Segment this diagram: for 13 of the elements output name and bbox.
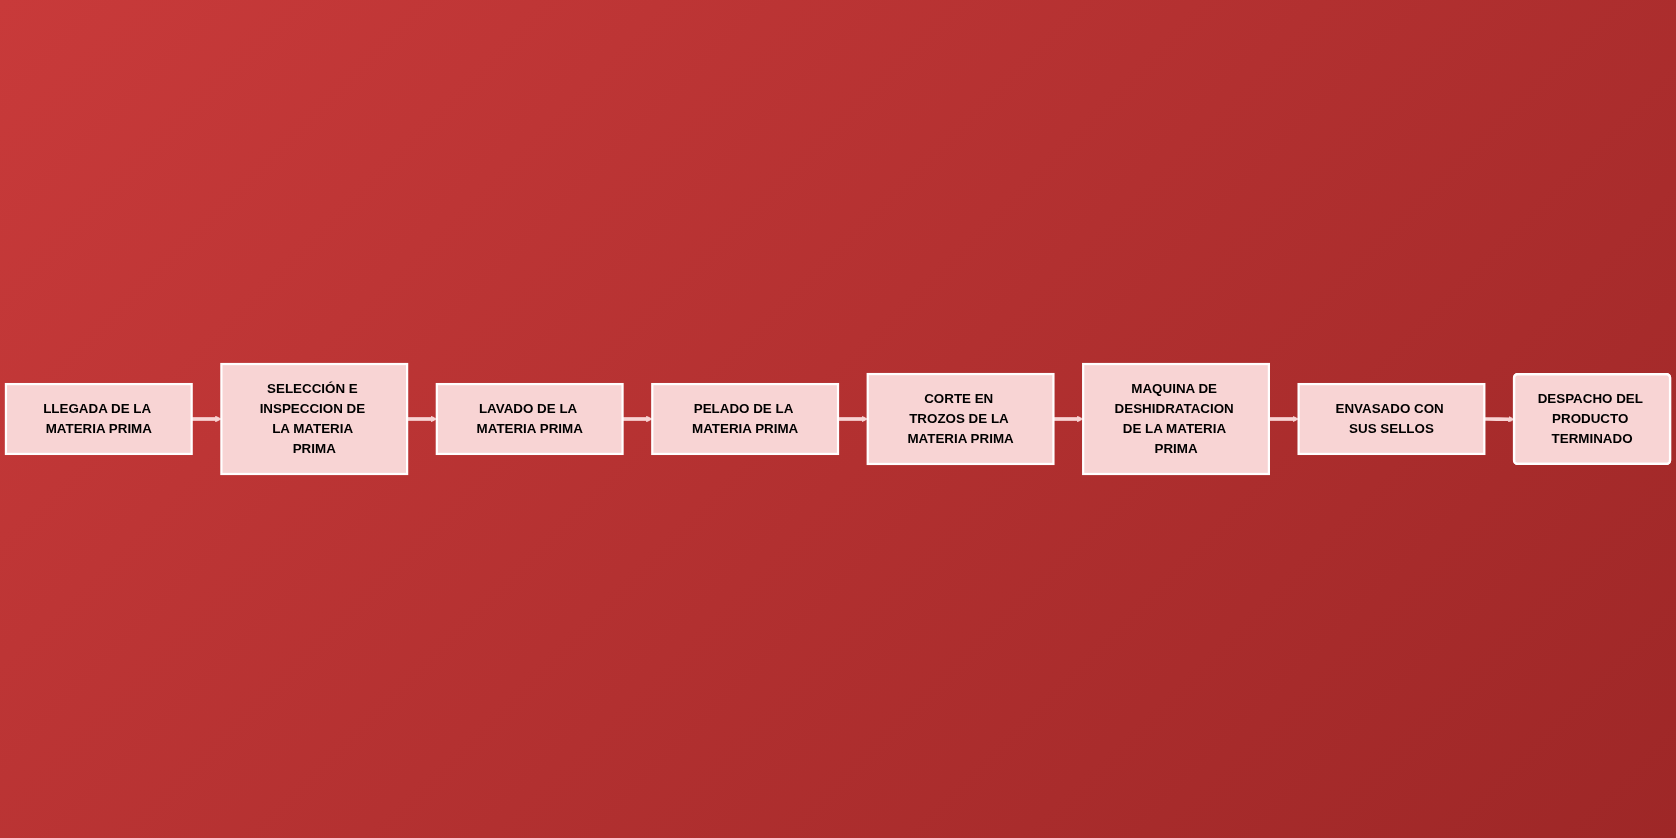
node-box: SELECCIÓN E INSPECCION DE LA MATERIA PRIMA: [220, 362, 409, 476]
node-box: CORTE EN TROZOS DE LA MATERIA PRIMA: [866, 372, 1055, 466]
node-box: LAVADO DE LA MATERIA PRIMA: [435, 382, 624, 456]
node-box: PELADO DE LA MATERIA PRIMA: [651, 382, 840, 456]
arrow: [1053, 415, 1084, 423]
node-box: LLEGADA DE LA MATERIA PRIMA: [4, 382, 193, 456]
arrow: [1268, 415, 1299, 423]
arrow: [1484, 415, 1515, 423]
arrow: [191, 415, 222, 423]
node-box: MAQUINA DE DESHIDRATACION DE LA MATERIA PRIMA: [1082, 362, 1270, 476]
arrow: [838, 415, 868, 423]
node-box: ENVASADO CON SUS SELLOS: [1297, 382, 1486, 456]
arrow: [622, 415, 653, 423]
